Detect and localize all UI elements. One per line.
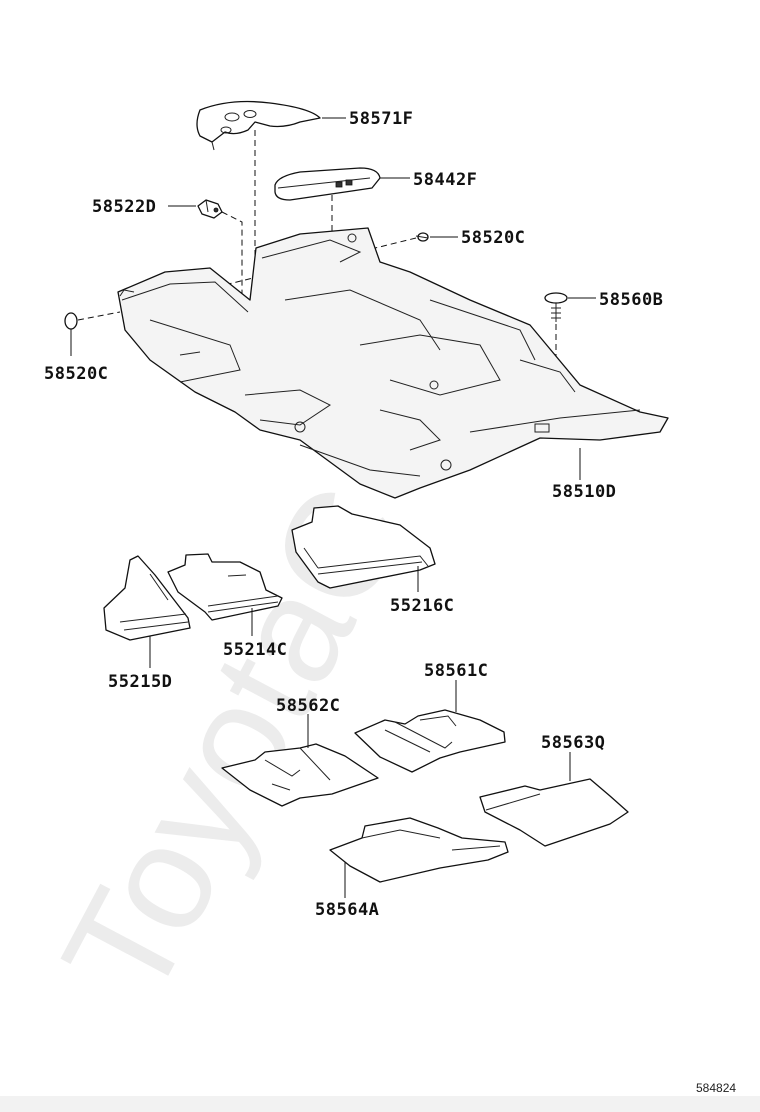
part-58563Q-shape [479,778,629,847]
part-label-58442F: 58442F [413,170,477,190]
part-58571F-shape [196,100,321,151]
part-label-58520C-right: 58520C [461,228,525,248]
part-label-58510D: 58510D [552,482,616,502]
part-58520C-left-shape [64,312,78,330]
figure-number: 584824 [696,1081,736,1095]
part-58510D-shape [117,227,669,499]
part-label-58562C: 58562C [276,696,340,716]
dashed-line-58520C-left [77,311,121,321]
part-label-55214C: 55214C [223,640,287,660]
bottom-band [0,1096,760,1112]
part-label-55216C: 55216C [390,596,454,616]
part-label-58560B: 58560B [599,290,663,310]
part-58562C-shape [221,743,379,807]
part-55216C-shape [291,505,436,589]
part-58522D-shape [197,199,223,219]
part-58561C-shape [354,709,506,773]
part-58560B-shape [544,292,568,322]
part-58442F-shape [274,167,381,201]
part-55215D-shape [103,555,191,641]
part-label-55215D: 55215D [108,672,172,692]
part-58520C-right-shape [415,232,429,242]
part-58564A-shape [329,817,509,883]
part-label-58564A: 58564A [315,900,379,920]
part-label-58563Q: 58563Q [541,733,605,753]
part-label-58561C: 58561C [424,661,488,681]
part-55214C-shape [167,553,283,621]
part-label-58522D: 58522D [92,197,156,217]
part-label-58520C-left: 58520C [44,364,108,384]
part-label-58571F: 58571F [349,109,413,129]
